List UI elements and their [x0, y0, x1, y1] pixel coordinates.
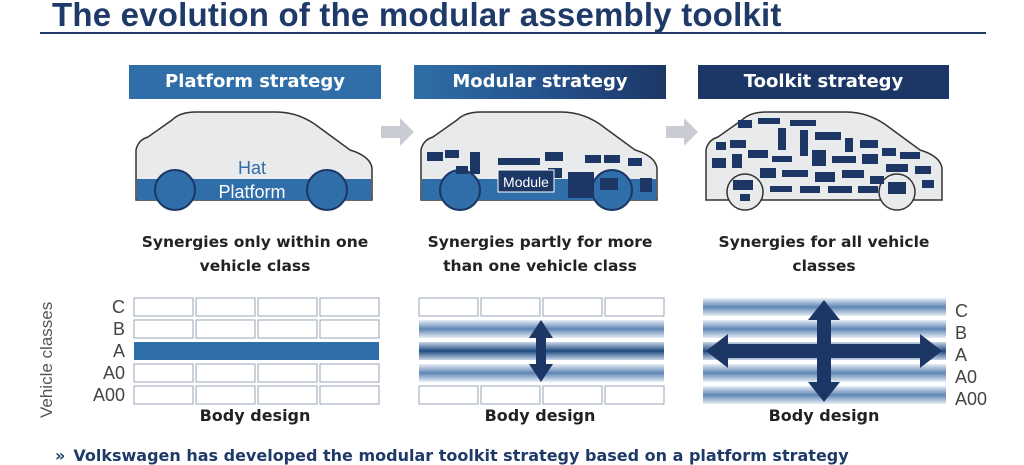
modular-description: Synergies partly for more than one vehic…	[427, 233, 653, 275]
platform-body-design-label: Body design	[199, 406, 311, 425]
class-label-a: A	[112, 341, 125, 361]
modular-body-design-label: Body design	[484, 406, 596, 425]
class-label-b-right: B	[955, 323, 968, 343]
header-toolkit-strategy: Toolkit strategy	[698, 65, 949, 99]
page-title: The evolution of the modular assembly to…	[52, 0, 782, 33]
hat-label: Hat	[238, 158, 266, 178]
module-label: Module	[503, 174, 549, 190]
arrow-right-icon	[666, 118, 698, 146]
class-label-c-right: C	[955, 301, 968, 321]
class-label-c: C	[112, 297, 125, 317]
vertical-double-arrow-icon	[529, 320, 553, 382]
arrow-right-icon	[381, 118, 414, 146]
class-label-b: B	[112, 319, 125, 339]
cross-arrow-icon	[706, 300, 942, 402]
class-label-a0-right: A0	[955, 367, 978, 387]
toolkit-class-grid	[703, 298, 946, 404]
header-platform-strategy: Platform strategy	[129, 65, 381, 99]
class-label-a-right: A	[955, 345, 968, 365]
class-label-a00-right: A00	[955, 389, 988, 409]
modular-car	[420, 111, 658, 211]
class-label-a00: A00	[92, 385, 125, 405]
platform-class-grid	[133, 297, 380, 405]
vehicle-classes-axis-label: Vehicle classes	[37, 301, 56, 418]
toolkit-description: Synergies for all vehicle classes	[718, 233, 930, 275]
platform-car	[135, 111, 373, 211]
class-label-a0: A0	[102, 363, 125, 383]
modular-class-grid	[418, 297, 665, 405]
platform-label: Platform	[218, 182, 285, 202]
header-modular-strategy: Modular strategy	[414, 65, 666, 99]
toolkit-car	[705, 111, 943, 211]
platform-description: Synergies only within one vehicle class	[141, 233, 369, 275]
toolkit-body-design-label: Body design	[768, 406, 880, 425]
title-rule	[40, 32, 986, 34]
